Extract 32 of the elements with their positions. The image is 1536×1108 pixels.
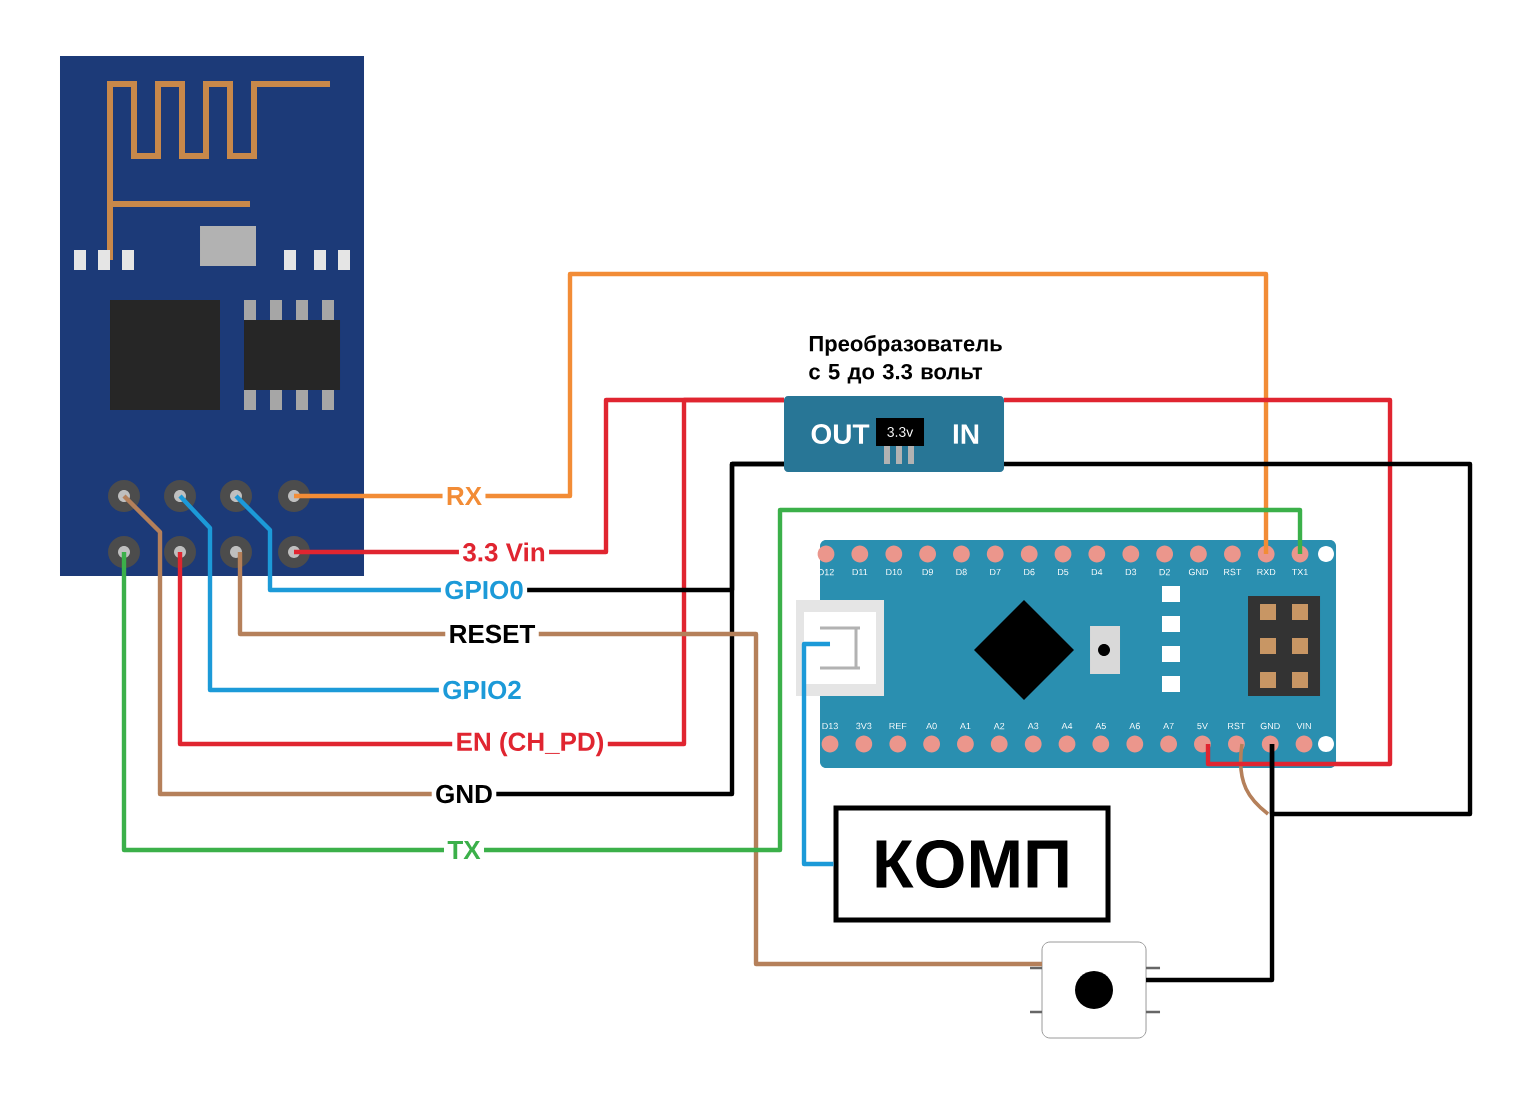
push-button-drawing [1028, 941, 1162, 1039]
wire [1004, 461, 1473, 817]
wire [484, 507, 1303, 853]
wire [1146, 744, 1275, 983]
converter-heading: Преобразователь с 5 до 3.3 вольт [809, 335, 1002, 384]
pin-label: EN (CH_PD) [457, 731, 604, 757]
pin-label: GPIO0 [445, 580, 523, 600]
wire [485, 271, 1269, 554]
pin-label: RX [447, 487, 482, 505]
wire [294, 493, 443, 499]
wire [294, 549, 459, 555]
wifi-module-drawing [60, 56, 364, 576]
pin-label: GPIO2 [443, 680, 521, 700]
wire [178, 494, 439, 693]
pin-label: GND [436, 784, 492, 804]
wire [177, 552, 453, 747]
pin-label: TX [447, 841, 481, 859]
microcontroller-board-drawing [796, 540, 1336, 816]
pin-label: RESET [450, 624, 536, 644]
wire [538, 631, 1042, 967]
computer-box: КОМП [833, 805, 1111, 923]
wire [801, 641, 834, 867]
pin-label: 3.3 Vin [462, 542, 545, 562]
pin-label: OUT [811, 424, 870, 444]
wire [122, 494, 432, 797]
wire [234, 494, 441, 593]
wire [237, 552, 446, 637]
pin-label: IN [953, 424, 979, 444]
wire [1004, 397, 1393, 767]
wire [496, 461, 784, 797]
wire [121, 552, 444, 853]
wire [607, 397, 784, 747]
